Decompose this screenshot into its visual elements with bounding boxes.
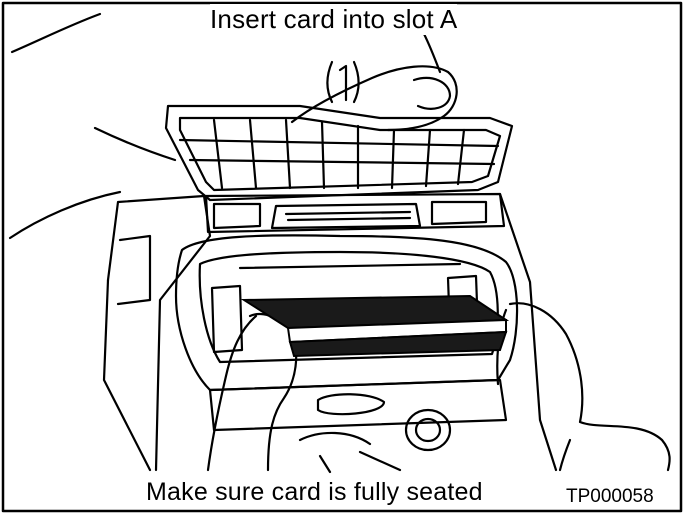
left-hand bbox=[206, 314, 258, 472]
step-marker-right-arc bbox=[352, 60, 360, 104]
mechanism-knob-inner bbox=[414, 417, 442, 443]
seat-instruction: Make sure card is fully seated bbox=[146, 478, 483, 507]
step-marker-left-arc bbox=[326, 60, 334, 104]
lid-outer bbox=[164, 104, 514, 202]
figure-reference-code: TP000058 bbox=[566, 486, 654, 507]
slot-guide-left bbox=[210, 284, 244, 354]
left-hand-upper bbox=[10, 12, 102, 54]
step-marker-one bbox=[338, 64, 348, 102]
slot-back-wall bbox=[238, 262, 462, 270]
lid-grid-2 bbox=[188, 158, 496, 166]
mechanism-top bbox=[208, 378, 508, 432]
mechanism-parts bbox=[298, 431, 402, 474]
mechanism-knob bbox=[404, 408, 452, 452]
slot-opening-outer bbox=[174, 234, 519, 392]
slot-opening-inner bbox=[198, 250, 499, 364]
body-left-panel bbox=[116, 234, 152, 306]
card-bottom-face bbox=[288, 330, 508, 358]
mechanism-dial bbox=[316, 393, 386, 416]
body-left-lower bbox=[102, 278, 152, 472]
hinge-center bbox=[270, 202, 422, 230]
left-sleeve-top bbox=[93, 126, 177, 162]
hinge-left-block bbox=[212, 202, 262, 230]
lid-grid-1 bbox=[178, 138, 500, 148]
thumb bbox=[290, 65, 458, 132]
left-sleeve bbox=[8, 190, 122, 240]
memory-card bbox=[240, 294, 510, 358]
hinge-stripes bbox=[284, 210, 412, 222]
lid-cells bbox=[212, 118, 466, 190]
body-left-side bbox=[106, 194, 212, 472]
figure-border bbox=[1, 1, 683, 513]
right-wrist bbox=[558, 438, 572, 472]
body-right-side bbox=[498, 192, 558, 472]
lid-inner bbox=[178, 116, 502, 192]
thumb-nail bbox=[412, 76, 452, 110]
hinge-right-block bbox=[430, 200, 488, 226]
right-hand bbox=[508, 302, 671, 472]
insert-instruction: Insert card into slot A bbox=[210, 4, 458, 35]
